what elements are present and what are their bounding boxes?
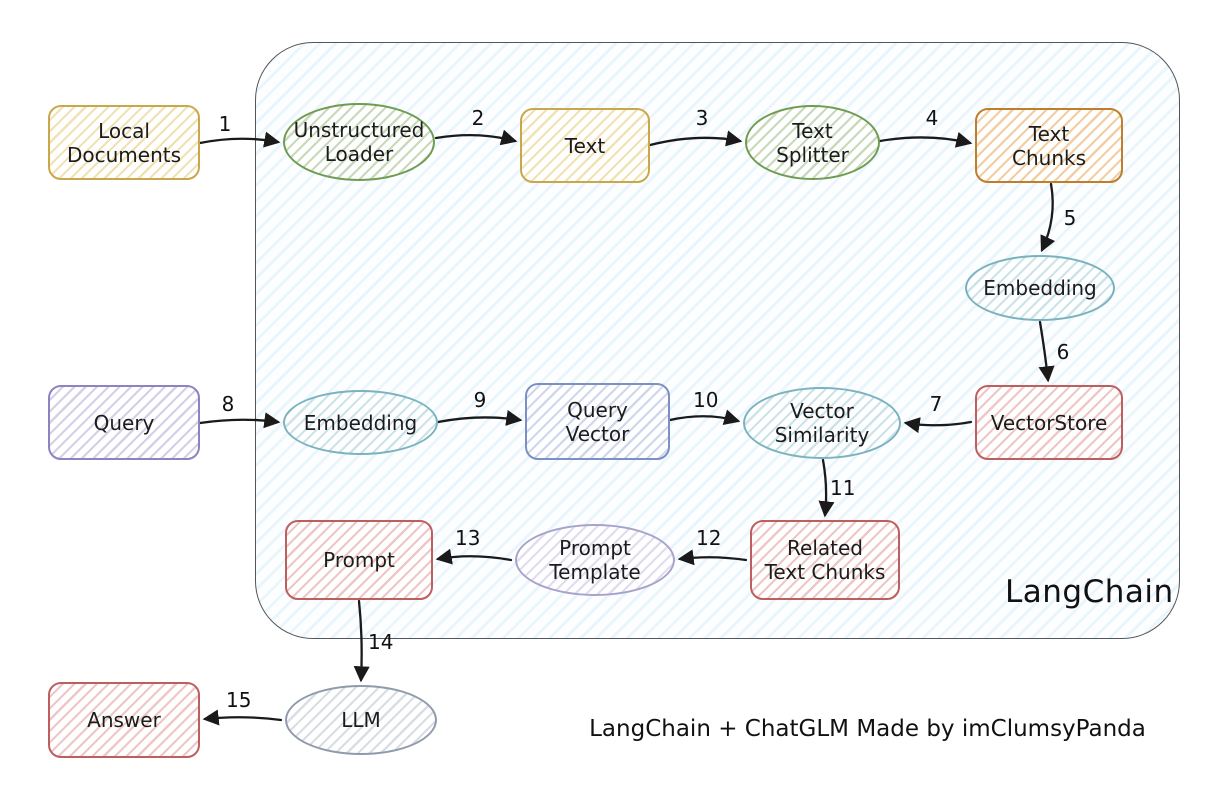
edge-label-15: 15 [226, 688, 252, 712]
node-prompt-template: Prompt Template [515, 524, 675, 596]
edge-label-3: 3 [695, 106, 709, 130]
node-embedding-query: Embedding [283, 390, 438, 455]
node-embedding-docs: Embedding [965, 255, 1115, 321]
node-vectorstore: VectorStore [975, 385, 1123, 460]
node-text-splitter: Text Splitter [745, 105, 880, 180]
edge-label-8: 8 [221, 392, 235, 416]
node-query-vector: Query Vector [525, 383, 670, 460]
edge-label-2: 2 [471, 106, 485, 130]
edge-label-6: 6 [1056, 340, 1070, 364]
node-vector-similarity: Vector Similarity [743, 387, 901, 459]
node-text: Text [520, 108, 650, 183]
edge-label-5: 5 [1063, 206, 1077, 230]
node-unstructured-loader: Unstructured Loader [283, 103, 435, 181]
edge-label-12: 12 [696, 526, 722, 550]
edge-label-1: 1 [218, 112, 232, 136]
edge-label-13: 13 [455, 526, 481, 550]
node-answer: Answer [48, 682, 200, 758]
edge-label-4: 4 [925, 106, 939, 130]
node-llm: LLM [285, 685, 437, 755]
edge-label-10: 10 [693, 388, 719, 412]
edge-label-14: 14 [368, 630, 394, 654]
langchain-label: LangChain [1005, 574, 1174, 610]
edge-label-11: 11 [830, 476, 856, 500]
node-local-documents: Local Documents [48, 105, 200, 180]
node-text-chunks: Text Chunks [975, 108, 1123, 183]
node-prompt: Prompt [285, 520, 433, 600]
edge-15-arrow [202, 709, 283, 726]
diagram-caption: LangChain + ChatGLM Made by imClumsyPand… [589, 716, 1146, 742]
edge-label-7: 7 [929, 392, 943, 416]
node-related-text-chunks: Related Text Chunks [750, 520, 900, 600]
edge-label-9: 9 [473, 388, 487, 412]
node-query: Query [48, 385, 200, 460]
